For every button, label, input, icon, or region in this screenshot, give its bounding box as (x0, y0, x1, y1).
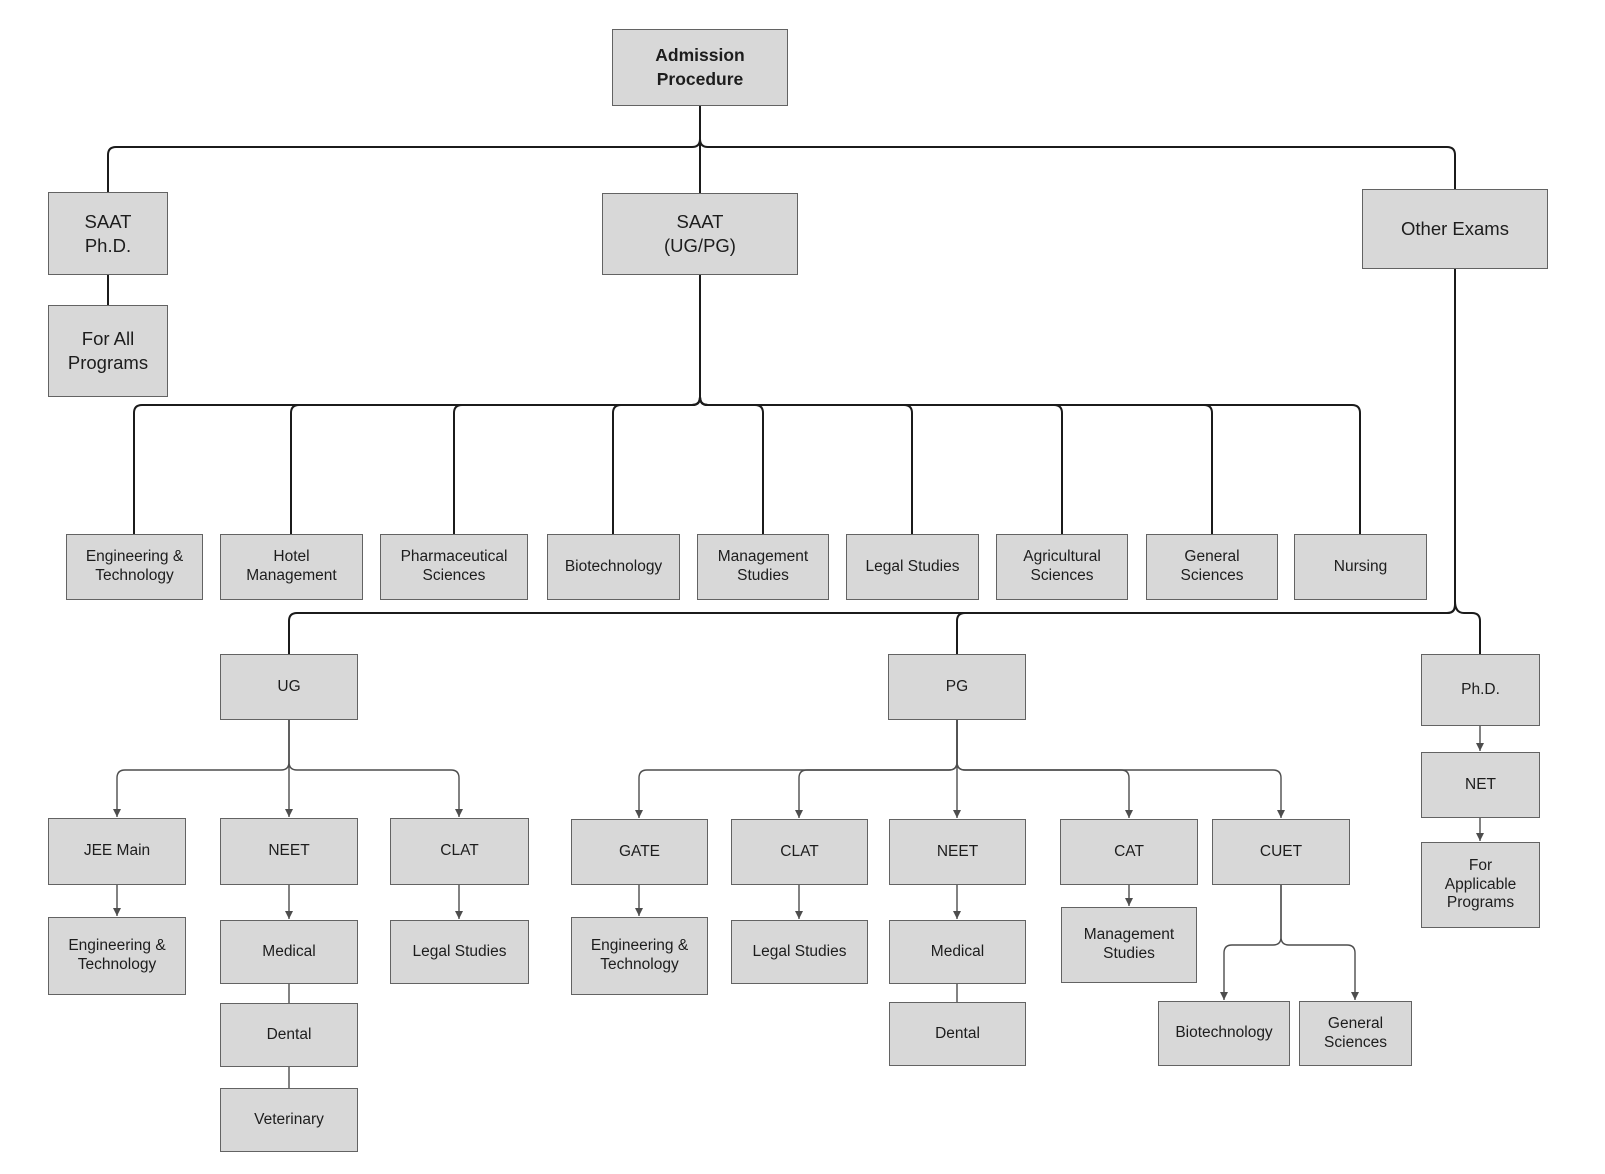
edge-saat_ugpg-nursing (699, 275, 1361, 534)
node-legal-studies-saat: Legal Studies (846, 534, 979, 600)
node-gate: GATE (571, 819, 708, 885)
node-general-sciences-saat: General Sciences (1146, 534, 1278, 600)
node-neet-ug: NEET (220, 818, 358, 885)
node-dental-pg: Dental (889, 1002, 1026, 1066)
node-engineering-technology-jee: Engineering & Technology (48, 917, 186, 995)
node-saat-phd: SAAT Ph.D. (48, 192, 168, 275)
edge-ug-clat_ug (288, 720, 463, 817)
node-jee-main: JEE Main (48, 818, 186, 885)
node-pg: PG (888, 654, 1026, 720)
node-nursing: Nursing (1294, 534, 1427, 600)
node-general-sciences-cuet: General Sciences (1299, 1001, 1412, 1066)
primary-connectors (107, 106, 1481, 654)
node-cat: CAT (1060, 819, 1198, 885)
node-phd: Ph.D. (1421, 654, 1540, 726)
node-engineering-technology-saat: Engineering & Technology (66, 534, 203, 600)
edge-pg-clat_pg (795, 720, 958, 818)
node-neet-pg: NEET (889, 819, 1026, 885)
edge-ug-jee_main (113, 720, 290, 817)
edge-other_exams-phd (1454, 269, 1481, 654)
edge-cuet-biotech_cuet (1220, 885, 1282, 1000)
node-ug: UG (220, 654, 358, 720)
edge-cuet-gen_sci_cuet (1280, 885, 1359, 1000)
node-pharmaceutical-sciences: Pharmaceutical Sciences (380, 534, 528, 600)
edge-saat_ugpg-biotech_saat (612, 275, 701, 534)
node-clat-ug: CLAT (390, 818, 529, 885)
node-veterinary: Veterinary (220, 1088, 358, 1152)
node-biotechnology-saat: Biotechnology (547, 534, 680, 600)
node-management-studies-cat: Management Studies (1061, 907, 1197, 983)
node-other-exams: Other Exams (1362, 189, 1548, 269)
secondary-connectors (113, 720, 1484, 1088)
node-for-applicable-programs: For Applicable Programs (1421, 842, 1540, 928)
node-admission-procedure: Admission Procedure (612, 29, 788, 106)
node-for-all-programs: For All Programs (48, 305, 168, 397)
edge-admission-other_exams (699, 106, 1456, 189)
edge-other_exams-pg (956, 269, 1456, 654)
node-dental-ug: Dental (220, 1003, 358, 1067)
node-legal-studies-ug: Legal Studies (390, 920, 529, 984)
node-engineering-technology-gate: Engineering & Technology (571, 917, 708, 995)
node-biotechnology-cuet: Biotechnology (1158, 1001, 1290, 1066)
edge-admission-saat_phd (107, 106, 701, 192)
node-net: NET (1421, 752, 1540, 818)
node-medical-ug: Medical (220, 920, 358, 984)
node-management-studies-saat: Management Studies (697, 534, 829, 600)
node-hotel-management: Hotel Management (220, 534, 363, 600)
node-saat-ugpg: SAAT (UG/PG) (602, 193, 798, 275)
edge-pg-gate (635, 720, 958, 818)
edge-pg-cat (956, 720, 1133, 818)
node-agricultural-sciences: Agricultural Sciences (996, 534, 1128, 600)
node-cuet: CUET (1212, 819, 1350, 885)
node-legal-studies-pg: Legal Studies (731, 920, 868, 984)
edge-pg-cuet (956, 720, 1285, 818)
node-medical-pg: Medical (889, 920, 1026, 984)
node-clat-pg: CLAT (731, 819, 868, 885)
